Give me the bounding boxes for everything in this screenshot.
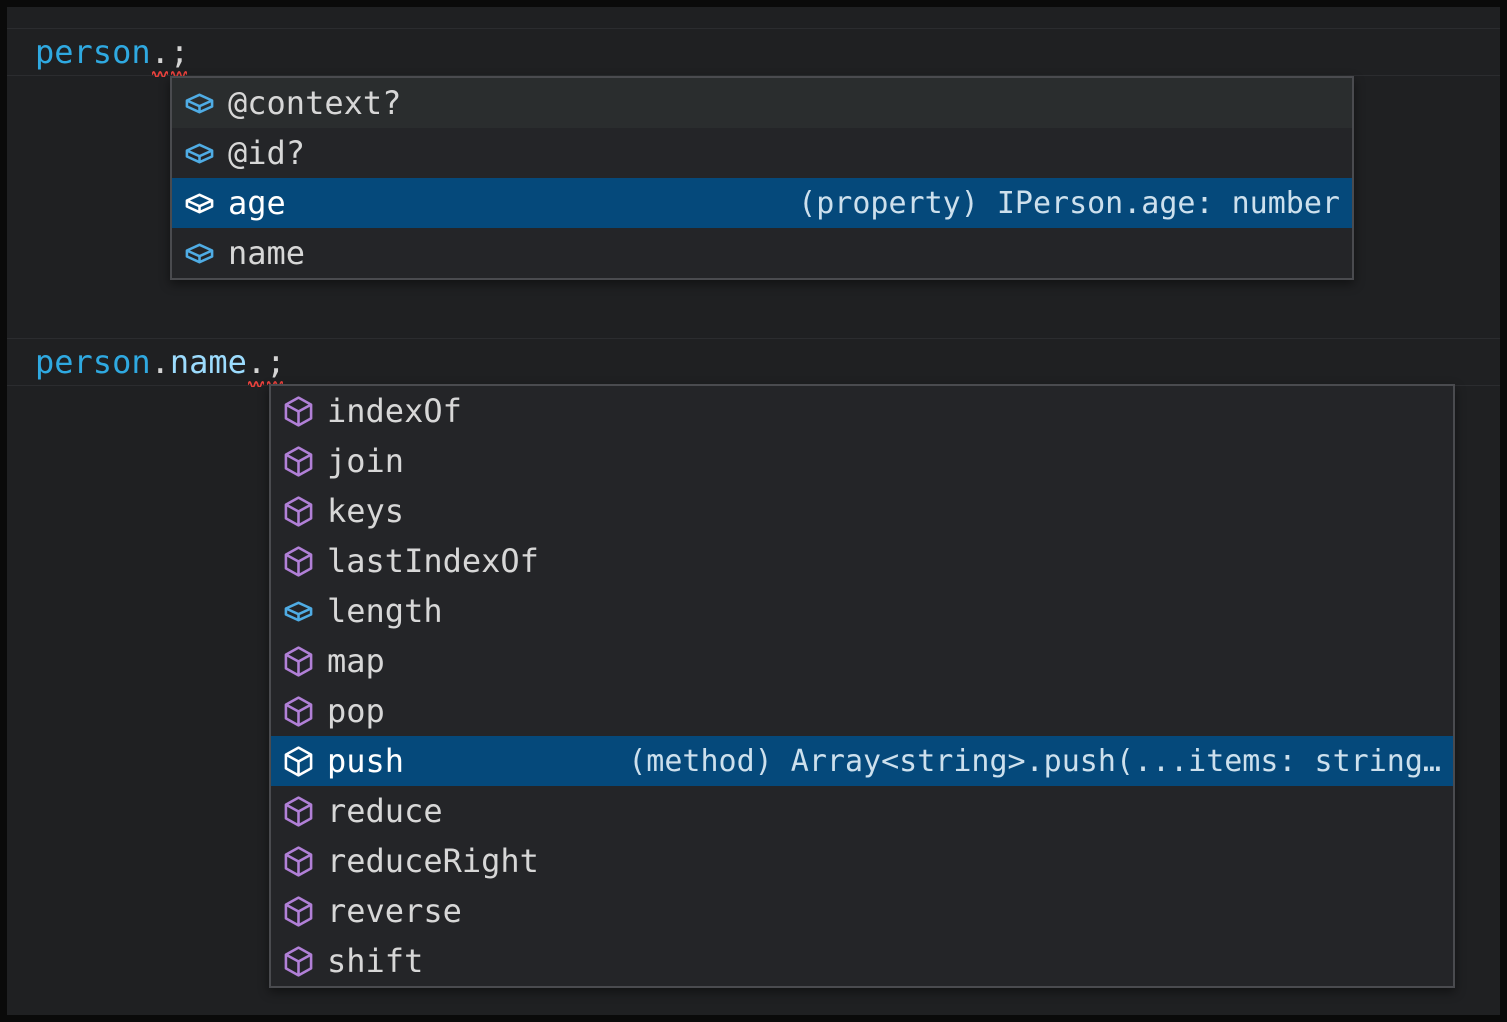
suggestion-join[interactable]: join bbox=[271, 436, 1453, 486]
suggestion-label: indexOf bbox=[327, 392, 462, 430]
suggest-widget-person: @context? @id? age (property) IPerson.age: … bbox=[170, 76, 1354, 280]
symbol-method-icon bbox=[284, 845, 313, 877]
symbol-field-icon bbox=[185, 93, 214, 113]
error-squiggle bbox=[267, 381, 284, 387]
suggestion-label: keys bbox=[327, 492, 405, 530]
code-token: . bbox=[151, 339, 170, 385]
symbol-method-icon bbox=[284, 395, 313, 427]
code-token: person bbox=[35, 29, 151, 75]
symbol-field-icon bbox=[185, 193, 214, 213]
suggestion-keys[interactable]: keys bbox=[271, 486, 1453, 536]
error-squiggle bbox=[151, 71, 168, 77]
suggestion-label: lastIndexOf bbox=[327, 542, 539, 580]
suggestion-label: length bbox=[327, 592, 443, 630]
suggestion-pop[interactable]: pop bbox=[271, 686, 1453, 736]
code-token-text: name bbox=[169, 343, 247, 381]
suggestion-lastindexof[interactable]: lastIndexOf bbox=[271, 536, 1453, 586]
symbol-method-icon bbox=[284, 895, 313, 927]
suggestion-label: age bbox=[228, 184, 286, 222]
suggestion-label: pop bbox=[327, 692, 385, 730]
suggestion-age[interactable]: age (property) IPerson.age: number bbox=[172, 178, 1352, 228]
suggestion-context[interactable]: @context? bbox=[172, 78, 1352, 128]
suggestion-length[interactable]: length bbox=[271, 586, 1453, 636]
suggestion-label: reverse bbox=[327, 892, 462, 930]
code-token-text: person bbox=[35, 343, 151, 381]
code-line-person[interactable]: person.; bbox=[7, 28, 1500, 77]
symbol-method-icon bbox=[284, 695, 313, 727]
symbol-field-icon bbox=[185, 243, 214, 263]
suggestion-indexof[interactable]: indexOf bbox=[271, 386, 1453, 436]
suggestion-reduce[interactable]: reduce bbox=[271, 786, 1453, 836]
code-token: . bbox=[150, 29, 170, 77]
suggestion-name[interactable]: name bbox=[172, 228, 1352, 278]
symbol-method-icon bbox=[284, 945, 313, 977]
error-squiggle bbox=[247, 381, 265, 387]
code-token-text: ; bbox=[266, 343, 286, 381]
suggestion-label: map bbox=[327, 642, 385, 680]
suggestion-label: shift bbox=[327, 942, 424, 980]
code-token: ; bbox=[266, 339, 286, 387]
suggestion-label: reduce bbox=[327, 792, 443, 830]
code-token-text: . bbox=[150, 33, 170, 71]
suggestion-label: @id? bbox=[228, 134, 306, 172]
symbol-method-icon bbox=[284, 495, 313, 527]
symbol-method-icon bbox=[284, 545, 313, 577]
code-token-text: person bbox=[35, 33, 151, 71]
code-token-text: . bbox=[150, 343, 170, 381]
suggestion-reduceright[interactable]: reduceRight bbox=[271, 836, 1453, 886]
suggestion-id[interactable]: @id? bbox=[172, 128, 1352, 178]
code-token-text: ; bbox=[169, 33, 190, 71]
code-token: person bbox=[35, 339, 151, 385]
error-squiggle bbox=[170, 71, 188, 77]
suggestion-label: join bbox=[327, 442, 405, 480]
code-line-person-name[interactable]: person.name.; bbox=[7, 338, 1500, 387]
suggest-widget-person-name: indexOf join keys lastIndexOf length map pop pu… bbox=[269, 384, 1455, 988]
code-editor: person.; @context? @id? age (property) IPer… bbox=[7, 7, 1500, 1015]
suggestion-label: push bbox=[327, 742, 405, 780]
code-token: name bbox=[170, 339, 247, 385]
symbol-method-icon bbox=[284, 745, 313, 777]
code-token: ; bbox=[169, 29, 190, 77]
symbol-field-icon bbox=[185, 143, 214, 163]
suggestion-label: @context? bbox=[228, 84, 402, 122]
suggestion-detail: (method) Array<string>.push(...items: st… bbox=[628, 743, 1441, 779]
suggestion-push[interactable]: push (method) Array<string>.push(...items… bbox=[271, 736, 1453, 786]
suggestion-shift[interactable]: shift bbox=[271, 936, 1453, 986]
code-token: . bbox=[246, 339, 267, 387]
symbol-method-icon bbox=[284, 645, 313, 677]
suggestion-label: reduceRight bbox=[327, 842, 539, 880]
symbol-method-icon bbox=[284, 795, 313, 827]
symbol-method-icon bbox=[284, 445, 313, 477]
code-token-text: . bbox=[246, 343, 267, 381]
suggestion-reverse[interactable]: reverse bbox=[271, 886, 1453, 936]
suggestion-label: name bbox=[228, 234, 306, 272]
suggestion-map[interactable]: map bbox=[271, 636, 1453, 686]
suggestion-detail: (property) IPerson.age: number bbox=[798, 185, 1340, 221]
symbol-field-icon bbox=[284, 601, 313, 621]
